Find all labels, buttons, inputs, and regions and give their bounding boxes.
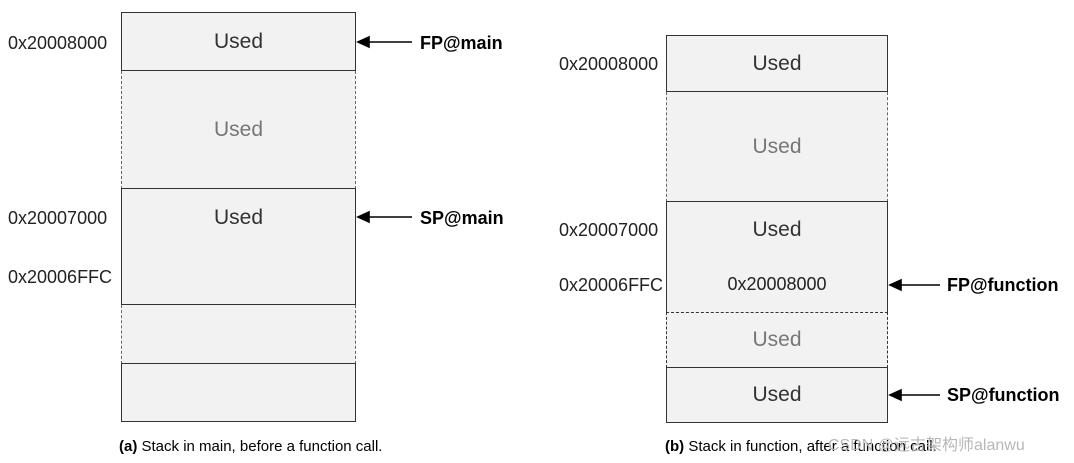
cell-label: Used (752, 51, 802, 75)
cell-label: Used (752, 328, 802, 351)
arrowhead-fp-main (356, 35, 370, 49)
caption-b-text: Stack in function, after a function call… (684, 438, 937, 455)
caption-b-tag: (b) (665, 438, 685, 455)
address-label-b-1: 0x20008000 (559, 54, 659, 74)
pointer-label-fp-main: FP@main (420, 33, 503, 53)
address-label-a-3: 0x20006FFC (8, 267, 113, 287)
cell-label: Used (213, 205, 264, 229)
cell-label: Used (213, 118, 264, 141)
arrowhead-fp-function (888, 278, 902, 292)
caption-a: (a) Stack in main, before a function cal… (119, 438, 382, 456)
caption-a-text: Stack in main, before a function call. (137, 438, 383, 455)
address-label-a-2: 0x20007000 (8, 208, 108, 228)
address-label-b-2: 0x20007000 (559, 220, 659, 240)
stack-b-cell-5: Used (666, 312, 888, 368)
cell-label: Used (752, 135, 802, 158)
pointer-label-fp-function: FP@function (947, 275, 1059, 295)
stack-a-cell-1: Used (121, 12, 356, 71)
stack-b-cell-2: Used (666, 92, 888, 202)
address-label-a-1: 0x20008000 (8, 33, 108, 53)
stack-a-cell-4 (121, 246, 356, 305)
pointer-label-sp-main: SP@main (420, 208, 504, 228)
cell-label: Used (752, 217, 802, 241)
cell-label: Used (213, 29, 264, 53)
cell-label: Used (752, 383, 802, 406)
stack-b-cell-6: Used (666, 367, 888, 423)
address-label-b-3: 0x20006FFC (559, 275, 664, 295)
caption-a-tag: (a) (119, 438, 138, 455)
pointer-label-sp-function: SP@function (947, 385, 1060, 405)
stack-a-cell-3: Used (121, 188, 356, 247)
stack-a-cell-5 (121, 305, 356, 364)
stack-b-cell-1: Used (666, 35, 888, 92)
arrowhead-sp-main (356, 210, 370, 224)
watermark: CSDN @远古架构师alanwu (828, 437, 1025, 454)
stack-b-cell-3: Used (666, 201, 888, 258)
stack-a-cell-2: Used (121, 71, 356, 189)
arrowhead-sp-function (888, 388, 902, 402)
stack-b-cell-4: 0x20008000 (666, 257, 888, 313)
caption-b: (b) Stack in function, after a function … (665, 438, 937, 456)
cell-label: 0x20008000 (727, 274, 827, 294)
stack-a-cell-6 (121, 363, 356, 422)
